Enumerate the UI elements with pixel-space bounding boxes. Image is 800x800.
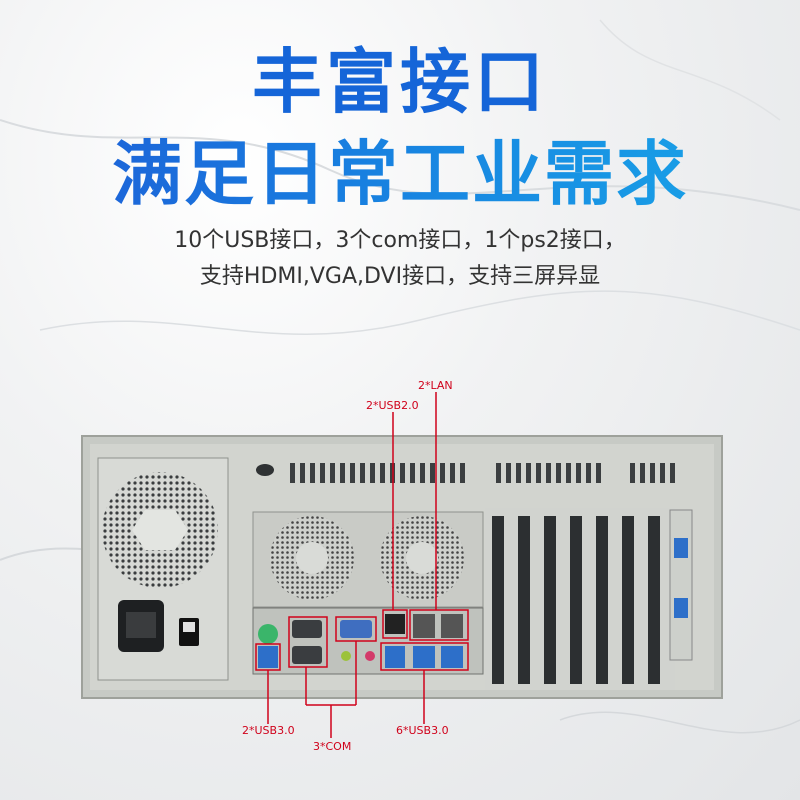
callout-usb20: 2*USB2.0 xyxy=(366,399,419,412)
callout-usb30-right: 6*USB3.0 xyxy=(396,724,449,737)
callout-com: 3*COM xyxy=(313,740,351,753)
callout-usb30-left: 2*USB3.0 xyxy=(242,724,295,737)
callout-lan: 2*LAN xyxy=(418,379,453,392)
description-line-1: 10个USB接口，3个com接口，1个ps2接口， xyxy=(174,228,626,253)
subheadline: 满足日常工业需求 xyxy=(0,118,800,219)
headline: 丰富接口 xyxy=(252,41,548,123)
description-line-2: 支持HDMI,VGA,DVI接口，支持三屏异显 xyxy=(199,264,601,289)
